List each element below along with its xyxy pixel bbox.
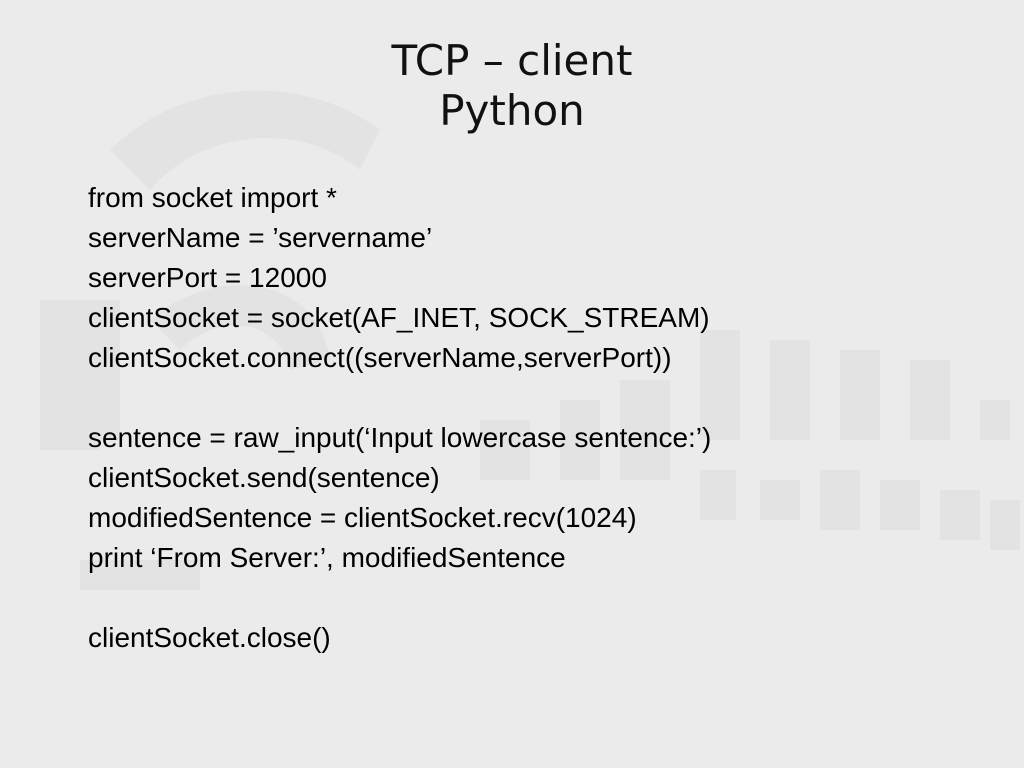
- title-line-2: Python: [439, 86, 585, 135]
- code-line: print ‘From Server:’, modifiedSentence: [88, 542, 566, 573]
- code-line: sentence = raw_input(‘Input lowercase se…: [88, 422, 712, 453]
- slide-title: TCP – client Python: [0, 36, 1024, 136]
- code-line: from socket import *: [88, 182, 337, 213]
- code-line: clientSocket = socket(AF_INET, SOCK_STRE…: [88, 302, 710, 333]
- code-line: clientSocket.send(sentence): [88, 462, 440, 493]
- title-line-1: TCP – client: [391, 36, 633, 85]
- code-line-blank: [88, 578, 988, 618]
- code-block: from socket import * serverName = ’serve…: [88, 178, 988, 658]
- code-line: clientSocket.connect((serverName,serverP…: [88, 342, 672, 373]
- code-line: serverPort = 12000: [88, 262, 327, 293]
- code-line-blank: [88, 378, 988, 418]
- code-line: clientSocket.close(): [88, 622, 331, 653]
- code-line: serverName = ’servername’: [88, 222, 433, 253]
- code-line: modifiedSentence = clientSocket.recv(102…: [88, 502, 637, 533]
